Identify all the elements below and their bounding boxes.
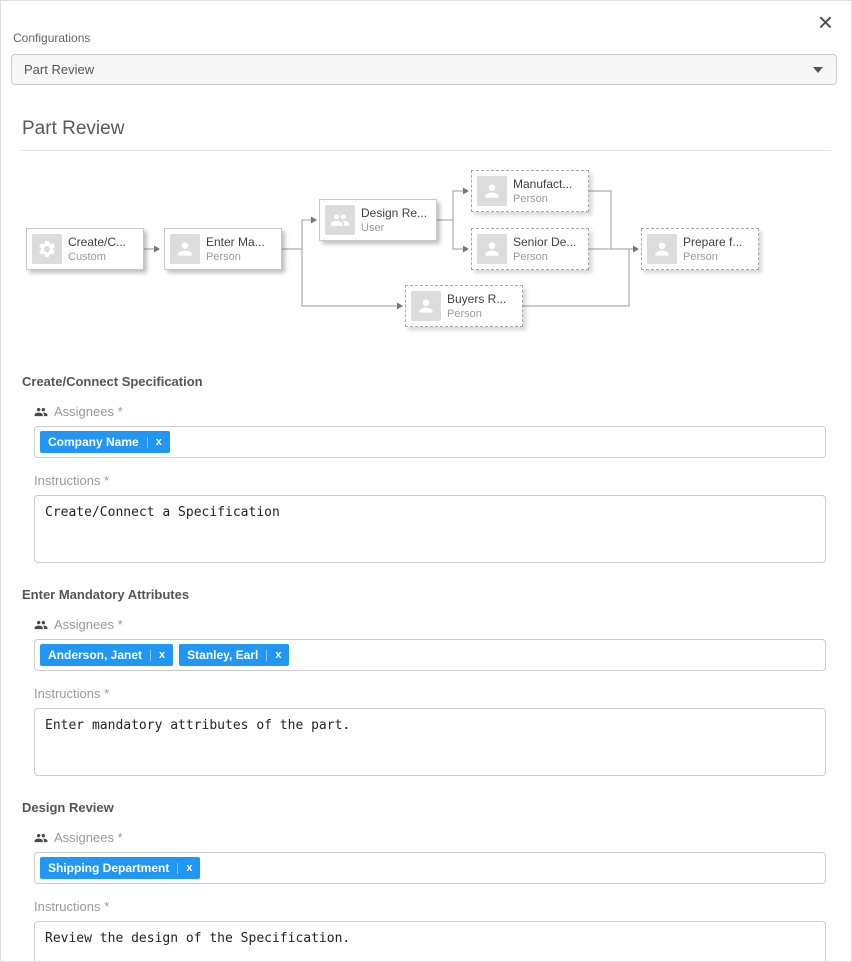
node-subtitle: Person <box>447 307 482 320</box>
node-title: Senior De... <box>513 234 577 249</box>
workflow-node-design-review[interactable]: Design Re... User <box>319 199 437 241</box>
instructions-label: Instructions * <box>34 686 110 701</box>
section-enter-mandatory-attributes: Enter Mandatory Attributes Assignees * A… <box>22 587 826 776</box>
assignees-input[interactable]: Company Name x <box>34 426 826 458</box>
instructions-label: Instructions * <box>34 899 110 914</box>
assignee-tag: Anderson, Janet x <box>40 644 174 666</box>
remove-tag-button[interactable]: x <box>146 436 162 448</box>
users-icon <box>34 407 48 416</box>
connector-lines <box>144 187 639 310</box>
workflow-node-enter-mandatory[interactable]: Enter Ma... Person <box>164 228 282 270</box>
node-title: Create/C... <box>68 234 127 249</box>
section-title: Design Review <box>22 800 114 815</box>
node-subtitle: Person <box>206 250 241 263</box>
instructions-label: Instructions * <box>34 473 110 488</box>
node-title: Prepare f... <box>683 234 743 249</box>
node-subtitle: Person <box>513 250 548 263</box>
assignees-label-text: Assignees * <box>54 617 123 632</box>
assignees-label: Assignees * <box>34 830 826 845</box>
tag-label: Company Name <box>48 435 139 449</box>
gear-icon <box>32 234 62 264</box>
section-create-connect-specification: Create/Connect Specification Assignees *… <box>22 374 826 563</box>
assignees-input[interactable]: Anderson, Janet x Stanley, Earl x <box>34 639 826 671</box>
users-icon <box>34 620 48 629</box>
workflow-diagram: Create/C... Custom Enter Ma... Person De… <box>1 165 851 350</box>
node-subtitle: Person <box>683 250 718 263</box>
node-title: Buyers R... <box>447 291 507 306</box>
close-button[interactable]: × <box>814 5 837 39</box>
person-icon <box>647 234 677 264</box>
users-icon <box>34 833 48 842</box>
divider <box>21 150 831 151</box>
node-subtitle: Custom <box>68 250 106 263</box>
configurations-label: Configurations <box>13 31 91 45</box>
section-title: Enter Mandatory Attributes <box>22 587 190 602</box>
node-title: Manufact... <box>513 176 573 191</box>
instructions-textarea[interactable]: Enter mandatory attributes of the part. <box>34 708 826 776</box>
assignee-tag: Shipping Department x <box>40 857 201 879</box>
person-icon <box>411 291 441 321</box>
node-subtitle: User <box>361 221 385 234</box>
tag-label: Shipping Department <box>48 861 170 875</box>
assignees-label-text: Assignees * <box>54 830 123 845</box>
assignees-input[interactable]: Shipping Department x <box>34 852 826 884</box>
section-design-review: Design Review Assignees * Shipping Depar… <box>22 800 826 961</box>
person-icon <box>477 234 507 264</box>
node-title: Enter Ma... <box>206 234 265 249</box>
node-subtitle: Person <box>513 192 548 205</box>
close-icon: × <box>817 7 833 37</box>
instructions-textarea[interactable]: Review the design of the Specification. <box>34 921 826 961</box>
assignee-tag: Company Name x <box>40 431 170 453</box>
person-icon <box>170 234 200 264</box>
configuration-select[interactable]: Part Review <box>11 54 837 85</box>
tag-label: Anderson, Janet <box>48 648 143 662</box>
page-title: Part Review <box>22 118 125 139</box>
configuration-select-value: Part Review <box>24 62 95 77</box>
task-sections: Create/Connect Specification Assignees *… <box>22 374 826 961</box>
tag-label: Stanley, Earl <box>187 648 259 662</box>
assignees-label-text: Assignees * <box>54 404 123 419</box>
workflow-node-manufacturing[interactable]: Manufact... Person <box>471 170 589 212</box>
remove-tag-button[interactable]: x <box>150 649 165 661</box>
remove-tag-button[interactable]: x <box>177 862 192 874</box>
chevron-down-icon <box>813 67 823 73</box>
section-title: Create/Connect Specification <box>22 374 203 389</box>
users-icon <box>325 205 355 235</box>
workflow-node-senior-designer[interactable]: Senior De... Person <box>471 228 589 270</box>
assignees-label: Assignees * <box>34 617 826 632</box>
node-title: Design Re... <box>361 205 428 220</box>
remove-tag-button[interactable]: x <box>266 649 281 661</box>
workflow-node-buyers-review[interactable]: Buyers R... Person <box>405 285 523 327</box>
workflow-node-create-connect[interactable]: Create/C... Custom <box>26 228 144 270</box>
person-icon <box>477 176 507 206</box>
instructions-textarea[interactable]: Create/Connect a Specification <box>34 495 826 563</box>
assignee-tag: Stanley, Earl x <box>179 644 290 666</box>
workflow-node-prepare[interactable]: Prepare f... Person <box>641 228 759 270</box>
assignees-label: Assignees * <box>34 404 826 419</box>
